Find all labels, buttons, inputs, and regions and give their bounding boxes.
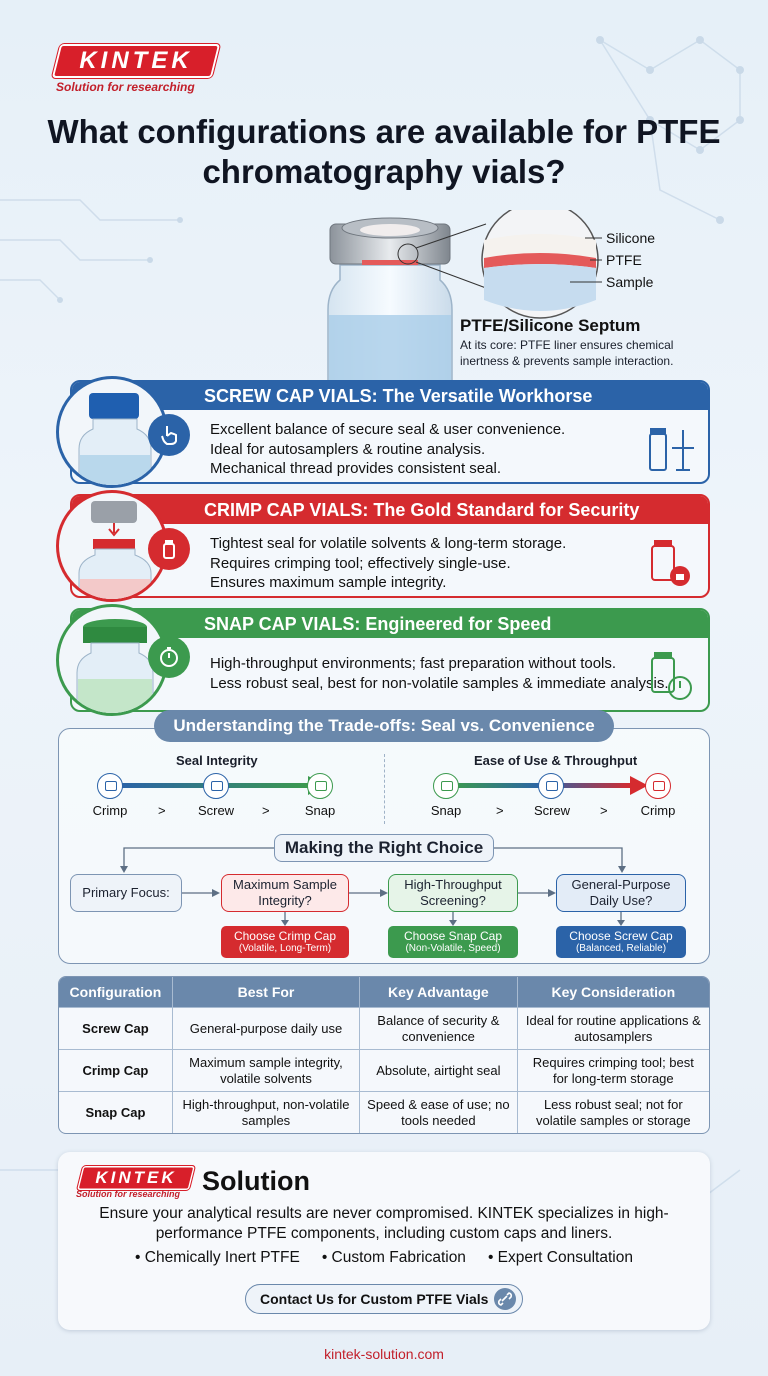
snap-cap-vial-image [56, 604, 168, 716]
screw-mini-icon-2 [538, 773, 564, 799]
question-max-integrity: Maximum Sample Integrity? [221, 874, 349, 912]
solution-logo-text: KINTEK [95, 1168, 177, 1187]
result-crimp-sub: (Volatile, Long-Term) [238, 943, 332, 955]
result-crimp-cap: Choose Crimp Cap (Volatile, Long-Term) [221, 926, 349, 958]
result-crimp-main: Choose Crimp Cap [233, 929, 337, 943]
solution-bullets: • Chemically Inert PTFE • Custom Fabrica… [80, 1249, 688, 1267]
hand-pointer-icon [148, 414, 190, 456]
seal-gt-1: > [158, 803, 166, 818]
table-row: Snap Cap High-throughput, non-volatile s… [59, 1091, 709, 1133]
table-cell: Less robust seal; not for volatile sampl… [517, 1091, 709, 1133]
page-title: What configurations are available for PT… [47, 113, 721, 191]
seal-item-1: Crimp [92, 803, 128, 818]
solution-text: Ensure your analytical results are never… [99, 1205, 669, 1243]
result-screw-cap: Choose Screw Cap (Balanced, Reliable) [556, 926, 686, 958]
seal-item-3: Snap [304, 803, 336, 818]
septum-title: PTFE/Silicone Septum [460, 316, 641, 335]
result-snap-sub: (Non-Volatile, Speed) [405, 943, 501, 955]
link-icon[interactable] [494, 1288, 516, 1310]
septum-description: At its core: PTFE liner ensures chemical… [460, 338, 674, 368]
vial-icon [148, 528, 190, 570]
crimp-line-3: Ensures maximum sample integrity. [210, 574, 447, 591]
question-high-throughput: High-Throughput Screening? [388, 874, 518, 912]
bullet-item: • Custom Fabrication [321, 1249, 466, 1266]
table-cell: Screw Cap [59, 1007, 173, 1049]
result-snap-cap: Choose Snap Cap (Non-Volatile, Speed) [388, 926, 518, 958]
fast-vial-icon [651, 652, 692, 700]
seal-item-2: Screw [197, 803, 235, 818]
layer-label-silicone: Silicone [606, 230, 656, 246]
screw-cap-title: SCREW CAP VIALS: The Versatile Workhorse [72, 382, 708, 410]
screw-line-3: Mechanical thread provides consistent se… [210, 460, 501, 477]
crimp-line-2: Requires crimping tool; effectively sing… [210, 554, 511, 572]
hero-vial-illustration [327, 210, 602, 390]
crimp-mini-icon-2 [645, 773, 671, 799]
ease-item-3: Crimp [640, 803, 676, 818]
stopwatch-icon [148, 636, 190, 678]
screw-line-1: Excellent balance of secure seal & user … [210, 421, 566, 438]
ease-of-use-title: Ease of Use & Throughput [474, 753, 638, 768]
question-general-purpose: General-Purpose Daily Use? [556, 874, 686, 912]
logo-text: KINTEK [79, 47, 193, 74]
snap-cap-title: SNAP CAP VIALS: Engineered for Speed [72, 610, 708, 638]
table-row: Crimp Cap Maximum sample integrity, vola… [59, 1049, 709, 1091]
ease-gt-2: > [600, 803, 608, 818]
table-cell: Requires crimping tool; best for long-te… [517, 1049, 709, 1091]
screw-line-2: Ideal for autosamplers & routine analysi… [210, 440, 486, 458]
table-cell: Snap Cap [59, 1091, 173, 1133]
table-cell: Speed & ease of use; no tools needed [360, 1091, 518, 1133]
making-right-choice-title: Making the Right Choice [274, 834, 494, 862]
table-header: Key Consideration [517, 977, 709, 1007]
solution-title: Solution [202, 1166, 310, 1196]
layer-label-sample: Sample [606, 274, 654, 290]
comparison-table: Configuration Best For Key Advantage Key… [58, 976, 710, 1134]
snap-line-2: Less robust seal, best for non-volatile … [210, 674, 669, 692]
ease-gt-1: > [496, 803, 504, 818]
crimp-mini-icon [97, 773, 123, 799]
logo-tagline: Solution for researching [56, 80, 195, 94]
table-cell: High-throughput, non-volatile samples [172, 1091, 361, 1133]
tradeoffs-title: Understanding the Trade-offs: Seal vs. C… [154, 710, 614, 742]
decision-flow-connectors [120, 847, 626, 926]
website-url[interactable]: kintek-solution.com [324, 1346, 444, 1362]
result-snap-main: Choose Snap Cap [403, 929, 503, 943]
ease-item-1: Snap [430, 803, 462, 818]
snap-mini-icon [307, 773, 333, 799]
result-screw-main: Choose Screw Cap [569, 929, 673, 943]
seal-gt-2: > [262, 803, 270, 818]
primary-focus-box: Primary Focus: [70, 874, 182, 912]
table-cell: Balance of security & convenience [360, 1007, 518, 1049]
table-cell: Absolute, airtight seal [360, 1049, 518, 1091]
autosampler-icon [649, 428, 694, 471]
bullet-item: • Chemically Inert PTFE [135, 1249, 300, 1266]
seal-integrity-title: Seal Integrity [176, 753, 258, 768]
table-header: Best For [172, 977, 361, 1007]
solution-logo-tagline: Solution for researching [76, 1189, 181, 1199]
crimp-line-1: Tightest seal for volatile solvents & lo… [210, 535, 567, 552]
result-screw-sub: (Balanced, Reliable) [575, 943, 667, 955]
locked-vial-icon [651, 540, 690, 586]
table-header: Configuration [59, 977, 173, 1007]
crimp-cap-title: CRIMP CAP VIALS: The Gold Standard for S… [72, 496, 708, 524]
bullet-item: • Expert Consultation [487, 1249, 633, 1266]
table-cell: Maximum sample integrity, volatile solve… [172, 1049, 361, 1091]
snap-line-1: High-throughput environments; fast prepa… [210, 655, 617, 672]
table-cell: General-purpose daily use [172, 1007, 361, 1049]
scale-divider [384, 754, 385, 824]
snap-mini-icon-2 [433, 773, 459, 799]
contact-us-button[interactable]: Contact Us for Custom PTFE Vials [245, 1284, 523, 1314]
table-cell: Crimp Cap [59, 1049, 173, 1091]
layer-label-ptfe: PTFE [606, 252, 642, 268]
screw-mini-icon [203, 773, 229, 799]
table-cell: Ideal for routine applications & autosam… [517, 1007, 709, 1049]
table-header: Key Advantage [360, 977, 518, 1007]
ease-item-2: Screw [533, 803, 571, 818]
table-row: Screw Cap General-purpose daily use Bala… [59, 1007, 709, 1049]
